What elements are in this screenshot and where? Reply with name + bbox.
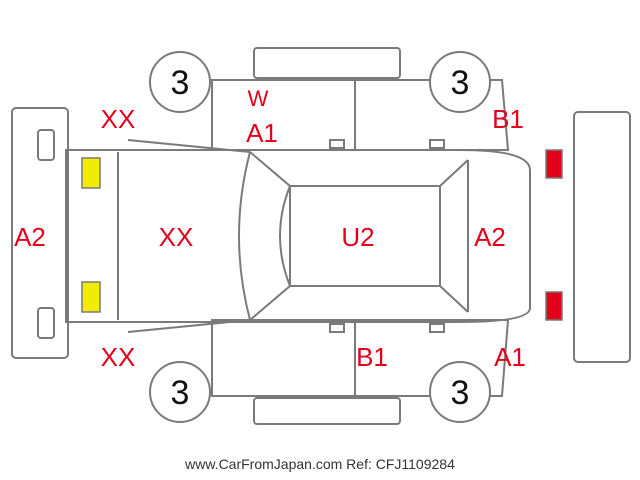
rear-bumper-shape [573,111,631,363]
label-roof-left: A1 [246,118,278,148]
label-rear-bumper: A2 [474,222,506,252]
label-hood: XX [159,222,194,252]
top-handle-rear [429,139,445,149]
bottom-side-body [211,319,510,397]
a-pillar-top [249,151,291,187]
top-side-body [211,79,510,151]
front-bumper-shape [11,107,69,359]
label-front-left-bottom: XX [101,342,136,372]
label-windshield: W [248,86,269,111]
wheel-rear-bottom-grade: 3 [451,374,470,412]
bottom-side-step [253,397,401,425]
source-reference: www.CarFromJapan.com Ref: CFJ1109284 [185,456,455,472]
front-light-top [81,157,101,189]
wheel-front-bottom-grade: 3 [171,374,190,412]
windshield-curve-inner [279,185,291,287]
wheel-front-bottom [149,361,211,423]
c-pillar-bottom [439,285,469,313]
label-rear-bottom: A1 [494,342,526,372]
c-pillar-top [439,159,469,187]
windshield-curve-outer [238,151,251,321]
wheel-front-top [149,51,211,113]
front-light-bottom [81,281,101,313]
label-rear-right-top: B1 [492,104,524,134]
damage-labels: XX W A1 B1 A2 XX U2 A2 XX B1 A1 [14,86,526,372]
bottom-handle-front [329,323,345,333]
front-bumper-vent-bottom [37,307,55,339]
rear-light-bottom [545,291,563,321]
wheel-rear-bottom [429,361,491,423]
roof-panel [289,185,441,287]
body-top-view [65,149,531,323]
label-roof: U2 [341,222,374,252]
wheels: 3 3 3 3 [149,51,491,423]
bottom-handle-rear [429,323,445,333]
mirror-top-line [127,139,251,153]
wheel-rear-top [429,51,491,113]
label-door-bottom: B1 [356,342,388,372]
wheel-front-top-grade: 3 [171,64,190,102]
wheel-rear-top-grade: 3 [451,64,470,102]
label-front-left-corner: XX [101,104,136,134]
top-handle-front [329,139,345,149]
label-front-bumper: A2 [14,222,46,252]
car-outline [11,47,631,425]
mirror-bottom-line [127,319,251,333]
rear-light-top [545,149,563,179]
top-side-step [253,47,401,79]
front-bumper-vent-top [37,129,55,161]
a-pillar-bottom [249,285,291,321]
